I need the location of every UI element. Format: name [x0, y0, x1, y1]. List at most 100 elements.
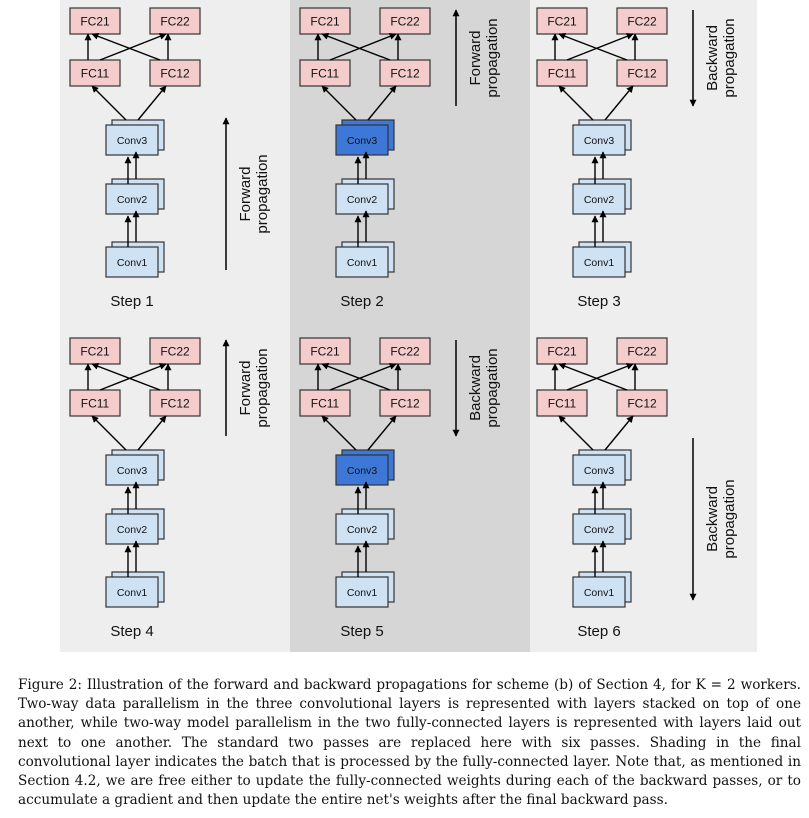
fc-box-fc22-label: FC22 — [627, 344, 657, 358]
conv-box-conv2 — [105, 513, 159, 545]
conv-to-fc-arrow — [137, 415, 167, 451]
fc-box-fc12-label: FC12 — [390, 66, 420, 80]
conv-box-conv3-label: Conv3 — [347, 465, 378, 477]
conv-box-conv2-label: Conv2 — [584, 194, 615, 206]
fc-box-fc11 — [69, 389, 121, 417]
conv-to-fc-arrow — [604, 85, 634, 121]
conv-to-fc-arrow — [321, 415, 357, 451]
propagation-label-line: Forward — [467, 30, 484, 85]
conv-box-conv2-label: Conv2 — [117, 524, 148, 536]
fc-arrow — [321, 362, 391, 391]
fc-box-fc22 — [379, 337, 431, 365]
conv-box-conv2-label: Conv2 — [117, 194, 148, 206]
conv-box-conv2 — [105, 183, 159, 215]
fc-box-fc21-label: FC21 — [310, 344, 340, 358]
fc-box-fc21-label: FC21 — [80, 14, 110, 28]
fc-box-fc22 — [379, 7, 431, 35]
fc-box-fc11 — [69, 59, 121, 87]
conv-box-conv1-label: Conv1 — [117, 257, 148, 269]
propagation-label-line: Backward — [704, 486, 721, 552]
propagation-label: Forwardpropagation — [467, 18, 501, 97]
fc-box-fc11 — [299, 389, 351, 417]
conv-box-conv1 — [105, 576, 159, 608]
conv-box-conv1-label: Conv1 — [347, 257, 378, 269]
conv-to-fc-arrow — [91, 85, 127, 121]
fc-arrow — [99, 33, 167, 61]
fc-arrow — [329, 33, 397, 61]
propagation-label-line: Forward — [237, 166, 254, 221]
fc-box-fc22-label: FC22 — [627, 14, 657, 28]
conv-box-conv3 — [572, 124, 626, 156]
fc-box-fc11-label: FC11 — [548, 66, 577, 80]
fc-box-fc22 — [616, 337, 668, 365]
conv-box-conv2 — [335, 513, 389, 545]
conv-box-conv1 — [335, 576, 389, 608]
step-label: Step 4 — [110, 623, 153, 640]
conv-box-conv3-label: Conv3 — [347, 135, 378, 147]
fc-box-fc21-label: FC21 — [547, 14, 577, 28]
propagation-label-line: Backward — [704, 25, 721, 91]
conv-to-fc-arrow — [367, 85, 397, 121]
conv-box-conv2 — [335, 183, 389, 215]
conv-box-conv2 — [572, 183, 626, 215]
fc-box-fc11-label: FC11 — [81, 66, 110, 80]
fc-box-fc12 — [379, 389, 431, 417]
conv-box-conv3 — [572, 454, 626, 486]
propagation-label-line: Backward — [467, 355, 484, 421]
conv-box-conv3-label: Conv3 — [584, 465, 615, 477]
propagation-label: Backwardpropagation — [704, 18, 738, 97]
conv-box-conv1 — [335, 246, 389, 278]
propagation-label-line: propagation — [484, 348, 501, 427]
conv-to-fc-arrow — [321, 85, 357, 121]
conv-box-conv3-label: Conv3 — [584, 135, 615, 147]
figure-caption: Figure 2: Illustration of the forward an… — [18, 677, 801, 809]
fc-box-fc22 — [149, 7, 201, 35]
conv-to-fc-arrow — [137, 85, 167, 121]
conv-to-fc-arrow — [558, 415, 594, 451]
fc-box-fc12-label: FC12 — [160, 66, 190, 80]
conv-box-conv1-label: Conv1 — [584, 587, 615, 599]
conv-box-conv3-label: Conv3 — [117, 465, 148, 477]
fc-box-fc22-label: FC22 — [390, 14, 420, 28]
fc-box-fc21 — [299, 7, 351, 35]
propagation-label: Forwardpropagation — [237, 348, 271, 427]
conv-box-conv2-label: Conv2 — [584, 524, 615, 536]
fc-box-fc22 — [149, 337, 201, 365]
fc-arrow — [321, 32, 391, 61]
panel-column — [290, 0, 530, 652]
fc-arrow — [566, 363, 634, 391]
fc-box-fc21 — [299, 337, 351, 365]
conv-box-conv2-label: Conv2 — [347, 194, 378, 206]
conv-box-conv1-label: Conv1 — [584, 257, 615, 269]
propagation-label-line: propagation — [721, 479, 738, 558]
fc-box-fc12-label: FC12 — [627, 396, 657, 410]
conv-box-conv3 — [335, 454, 389, 486]
step-label: Step 3 — [577, 293, 620, 310]
propagation-label-line: Forward — [237, 360, 254, 415]
conv-to-fc-arrow — [91, 415, 127, 451]
propagation-label: Forwardpropagation — [237, 154, 271, 233]
fc-arrow — [558, 32, 628, 61]
fc-box-fc22-label: FC22 — [160, 14, 190, 28]
fc-box-fc22 — [616, 7, 668, 35]
fc-box-fc21 — [536, 7, 588, 35]
propagation-label-line: propagation — [254, 348, 271, 427]
conv-box-conv1-label: Conv1 — [117, 587, 148, 599]
fc-box-fc12-label: FC12 — [160, 396, 190, 410]
step-label: Step 5 — [340, 623, 383, 640]
fc-box-fc11 — [536, 59, 588, 87]
step-label: Step 6 — [577, 623, 620, 640]
fc-arrow — [558, 362, 628, 391]
conv-to-fc-arrow — [558, 85, 594, 121]
propagation-label: Backwardpropagation — [704, 479, 738, 558]
conv-to-fc-arrow — [367, 415, 397, 451]
fc-box-fc12 — [379, 59, 431, 87]
fc-arrow — [91, 32, 161, 61]
